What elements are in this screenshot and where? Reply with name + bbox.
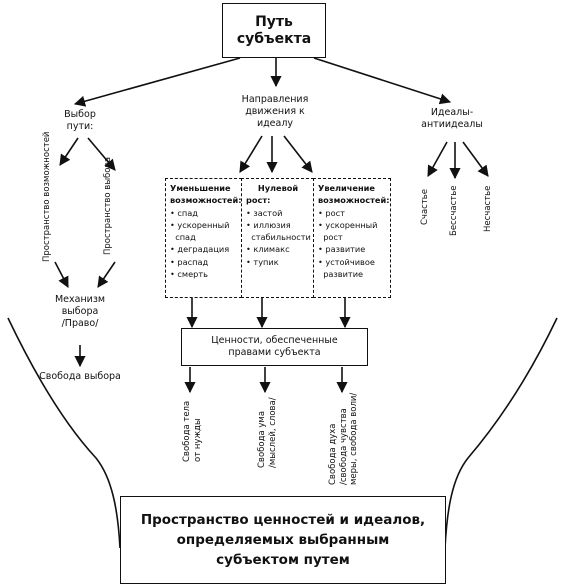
branch-left-line-2: пути: xyxy=(66,121,94,132)
increase-item: • развитие xyxy=(318,244,366,255)
values-ideals-space-box: Пространство ценностей и идеалов, опреде… xyxy=(120,496,446,584)
increase-item: рост xyxy=(318,232,343,243)
arrow-space-b-mech xyxy=(97,261,116,288)
title-line-1: Путь xyxy=(255,13,293,30)
arrow-center-increase xyxy=(283,135,313,173)
increase-box: Увеличение возможностей: • рост • ускоре… xyxy=(313,178,391,298)
branch-left-label: Выбор пути: xyxy=(50,109,110,133)
arrow-title-left xyxy=(73,57,241,107)
freedom-spirit: Свобода духа /свобода чувства меры, своб… xyxy=(328,393,360,485)
freedom-spirit-line-1: Свобода духа xyxy=(328,423,338,485)
increase-head-2: возможностей: xyxy=(318,195,390,206)
branch-center-line-3: идеалу xyxy=(256,118,294,129)
title-line-2: субъекта xyxy=(236,30,312,47)
arrow-left-b xyxy=(87,137,116,171)
branch-right-line-2: антиидеалы xyxy=(421,119,483,130)
mechanism-line-3: /Право/ xyxy=(61,318,99,329)
ideal-misfortune: Несчастье xyxy=(483,185,493,232)
values-line-1: Ценности, обеспеченные xyxy=(211,335,338,346)
decrease-item: • деградация xyxy=(170,244,230,255)
decrease-item: • ускоренный xyxy=(170,219,230,230)
left-frame-curve xyxy=(7,317,121,549)
ideal-happiness: Счастье xyxy=(420,188,430,225)
freedom-mind-line-1: Свобода ума xyxy=(257,410,267,468)
zero-item: • иллюзия xyxy=(246,219,291,230)
freedom-of-choice: Свобода выбора xyxy=(39,371,121,382)
branch-center-line-1: Направления xyxy=(241,94,309,105)
decrease-box: Уменьшение возможностей: • спад • ускоре… xyxy=(165,178,242,298)
increase-item: • рост xyxy=(318,207,345,218)
branch-right-line-1: Идеалы- xyxy=(430,107,474,118)
increase-item: • устойчивое xyxy=(318,256,375,267)
decrease-head-2: возможностей: xyxy=(170,195,242,206)
zero-head-2: рост: xyxy=(246,195,271,206)
space-of-choice: Пространство выбора xyxy=(103,156,113,255)
mechanism-line-1: Механизм xyxy=(54,294,106,305)
freedom-spirit-line-2: /свобода чувства xyxy=(338,408,349,485)
bottom-line-2: определяемых выбранным xyxy=(176,532,390,548)
freedom-body-line-1: Свобода тела xyxy=(182,400,192,462)
title-box: Путь субъекта xyxy=(222,3,326,58)
zero-item: • климакс xyxy=(246,244,290,255)
arrow-title-right xyxy=(313,57,452,105)
mechanism-line-2: выбора xyxy=(61,306,99,317)
zero-growth-box: Нулевой рост: • застой • иллюзия стабиль… xyxy=(241,178,314,298)
arrow-right-c xyxy=(462,141,489,177)
freedom-body-line-2: от нужды xyxy=(192,418,203,462)
decrease-item: • смерть xyxy=(170,269,208,280)
zero-item: • тупик xyxy=(246,256,279,267)
values-box: Ценности, обеспеченные правами субъекта xyxy=(181,328,368,366)
decrease-item: спад xyxy=(170,232,196,243)
branch-left-line-1: Выбор xyxy=(64,109,96,120)
branch-center-line-2: движения к xyxy=(245,106,305,117)
zero-item: • застой xyxy=(246,207,283,218)
increase-item: развитие xyxy=(318,269,364,280)
arrow-center-decrease xyxy=(239,135,263,173)
right-frame-curve xyxy=(444,317,558,549)
increase-item: • ускоренный xyxy=(318,219,378,230)
choice-mechanism: Механизм выбора /Право/ xyxy=(40,294,120,330)
branch-center-label: Направления движения к идеалу xyxy=(230,94,320,130)
space-of-possibilities: Пространство возможностей xyxy=(42,131,52,262)
freedom-mind-line-2: /мыслей, слова/ xyxy=(267,397,278,468)
arrow-left-a xyxy=(59,137,79,166)
decrease-item: • распад xyxy=(170,256,209,267)
arrow-space-a-mech xyxy=(54,261,69,288)
decrease-head-1: Уменьшение xyxy=(170,183,231,193)
arrow-right-a xyxy=(427,141,448,177)
decrease-item: • спад xyxy=(170,207,198,218)
zero-item: стабильности xyxy=(246,232,311,243)
freedom-spirit-line-3: меры, свобода воли/ xyxy=(349,392,359,485)
bottom-line-3: субъектом путем xyxy=(216,552,350,568)
values-line-2: правами субъекта xyxy=(228,347,321,358)
zero-head-1: Нулевой xyxy=(257,183,299,193)
increase-head-1: Увеличение xyxy=(318,183,375,193)
bottom-line-1: Пространство ценностей и идеалов, xyxy=(140,512,426,528)
branch-right-label: Идеалы- антиидеалы xyxy=(412,107,492,131)
ideal-unhappiness-neutral: Бессчастье xyxy=(449,185,459,236)
freedom-mind: Свобода ума /мыслей, слова/ xyxy=(257,397,278,468)
freedom-body: Свобода тела от нужды xyxy=(182,401,203,462)
